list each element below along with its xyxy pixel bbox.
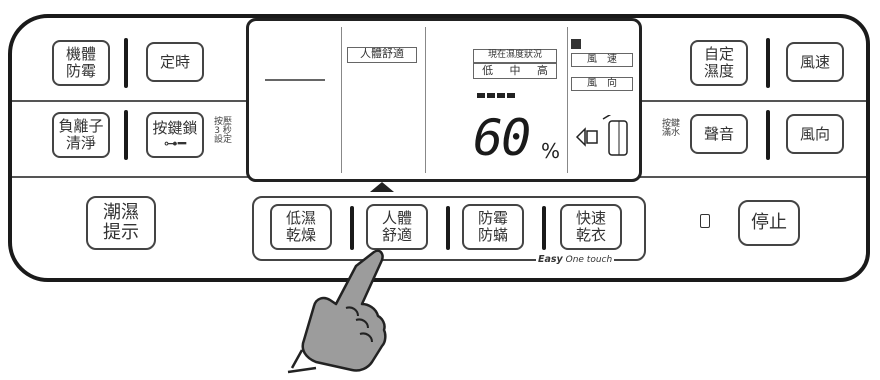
- wind-direction-indicator: 風 向: [571, 77, 633, 91]
- lcd-pointer: [370, 182, 394, 192]
- lcd-divider: [341, 27, 342, 173]
- level-mid: 中: [509, 64, 521, 77]
- separator: [766, 38, 770, 88]
- ion-clean-button[interactable]: 負離子 清淨: [52, 112, 110, 158]
- separator: [446, 206, 450, 250]
- key-lock-hint: 按壓 3 秒 設定: [213, 117, 232, 145]
- lcd-divider: [567, 27, 568, 173]
- divider-top-right: [640, 100, 866, 102]
- lcd-dash: [265, 79, 325, 81]
- sound-button[interactable]: 聲音: [690, 114, 748, 154]
- easy-one-touch-label: Easy One touch: [536, 254, 615, 265]
- timer-button[interactable]: 定時: [146, 42, 204, 82]
- humidity-level-scale: 低 中 高: [473, 63, 557, 79]
- anti-mold-anti-mite-button[interactable]: 防霉 防蟎: [462, 204, 524, 250]
- custom-humidity-button[interactable]: 自定 濕度: [690, 40, 748, 86]
- easy-mode-group: [252, 196, 646, 261]
- comfort-indicator: 人體舒適: [347, 47, 417, 63]
- humidity-unit: %: [541, 139, 561, 163]
- key-lock-button[interactable]: 按鍵鎖 ⊶━: [146, 112, 204, 158]
- separator: [350, 206, 354, 250]
- humidity-reminder-button[interactable]: 潮濕 提示: [86, 196, 156, 250]
- stop-indicator-light: [700, 214, 710, 228]
- key-icon: ⊶━: [163, 135, 187, 152]
- pointing-hand-icon: [286, 246, 406, 380]
- wind-speed-indicator: 風 速: [571, 53, 633, 67]
- lcd-divider: [425, 27, 426, 173]
- level-high: 高: [536, 64, 548, 77]
- power-icon: [571, 39, 581, 49]
- key-lock-label: 按鍵鎖: [152, 118, 198, 137]
- easy-subtitle: One touch: [565, 255, 613, 265]
- separator: [124, 110, 128, 160]
- wind-direction-button[interactable]: 風向: [786, 114, 844, 154]
- body-comfort-button[interactable]: 人體 舒適: [366, 204, 428, 250]
- low-humidity-dry-button[interactable]: 低濕 乾燥: [270, 204, 332, 250]
- lcd-display: 人體舒適 現在濕度狀況 低 中 高 60 % 風 速 風 向: [246, 18, 642, 182]
- separator: [124, 38, 128, 88]
- anti-mold-button[interactable]: 機體 防霉: [52, 40, 110, 86]
- humidity-status-title: 現在濕度狀況: [473, 49, 557, 63]
- quick-dry-clothes-button[interactable]: 快速 乾衣: [560, 204, 622, 250]
- easy-brand: Easy: [538, 254, 563, 265]
- humidity-level-bar: [477, 83, 517, 102]
- divider-top-left: [12, 100, 248, 102]
- stop-button[interactable]: 停止: [738, 200, 800, 246]
- humidity-value: 60: [473, 109, 531, 167]
- divider-mid-left: [12, 176, 248, 178]
- wind-speed-button[interactable]: 風速: [786, 42, 844, 82]
- separator: [542, 206, 546, 250]
- separator: [766, 110, 770, 160]
- divider-mid-right: [640, 176, 866, 178]
- dehumidifier-icon: [573, 112, 631, 165]
- sound-hint: 按鍵 滿水: [661, 119, 680, 138]
- level-low: 低: [482, 64, 494, 77]
